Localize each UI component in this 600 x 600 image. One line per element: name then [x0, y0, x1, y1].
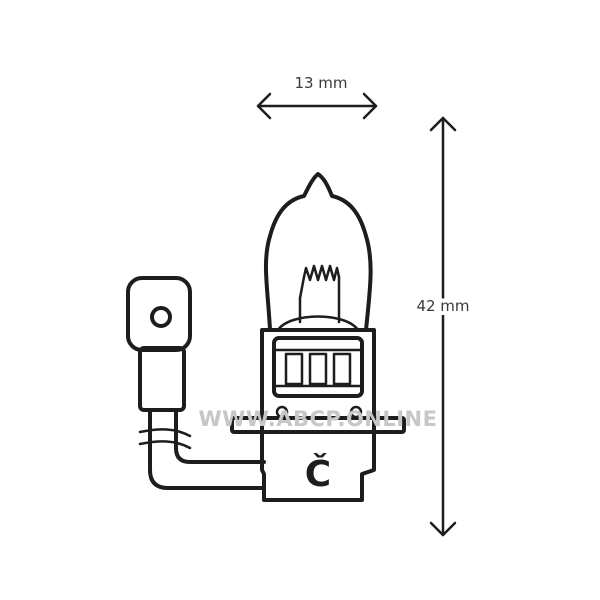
height-arrow-bottom	[429, 521, 457, 537]
block-slot-1	[284, 352, 304, 386]
filament	[298, 264, 341, 324]
wire-band-1	[138, 428, 192, 438]
height-label: 42 mm	[416, 297, 469, 315]
width-arrow-right	[362, 92, 378, 120]
flange-plate	[230, 416, 406, 434]
width-dimension: 13 mm	[256, 74, 378, 120]
height-dimension: 42 mm	[412, 116, 474, 537]
terminal-hole	[150, 306, 172, 328]
watermark-text: WWW.ABCP.ONLINE	[199, 407, 438, 431]
width-arrow-left	[256, 92, 272, 120]
height-arrow-top	[429, 116, 457, 132]
inner-dome	[276, 315, 360, 332]
rivet-right	[349, 405, 363, 419]
filament-lead-left	[298, 275, 306, 300]
connector-crimp	[138, 346, 186, 412]
block-slot-2	[308, 352, 328, 386]
connector-terminal	[126, 276, 192, 352]
width-label: 13 mm	[294, 74, 347, 92]
base-marking: Č	[305, 453, 331, 495]
bulb-base	[260, 328, 376, 502]
filament-coil	[302, 264, 341, 282]
lead-wire	[148, 408, 266, 490]
rivet-left	[275, 405, 289, 419]
glass-envelope	[263, 172, 373, 332]
block-slot-3	[332, 352, 352, 386]
lead-wire-inner	[174, 408, 266, 464]
wire-band-2	[138, 440, 192, 450]
inner-block	[272, 336, 364, 398]
